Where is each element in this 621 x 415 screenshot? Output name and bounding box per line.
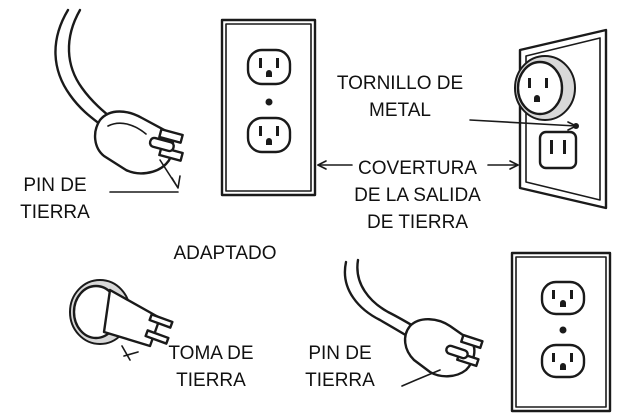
lower-receptacle: [246, 116, 292, 154]
label-adaptado: ADAPTADO: [150, 240, 300, 267]
tornillo-line-1: TORNILLO DE: [336, 73, 464, 94]
plug-top-left-illustration: [54, 8, 184, 193]
adaptado-text: ADAPTADO: [173, 243, 277, 264]
label-covertura-salida-tierra: COVERTURA DE LA SALIDA DE TIERRA: [345, 155, 490, 236]
pin-top-line-2: TIERRA: [20, 202, 90, 223]
adapter-ground-lug: [121, 345, 131, 361]
covertura-line-3: DE TIERRA: [366, 212, 468, 233]
label-pin-de-tierra-bottom: PIN DE TIERRA: [290, 340, 390, 394]
pin-bottom-line-2: TIERRA: [305, 370, 375, 391]
lower-receptacle-right: [538, 130, 578, 170]
plug-body: [93, 110, 175, 175]
bottom-center-screw-icon: [559, 326, 567, 334]
outlet-plate: [220, 18, 317, 197]
plug-ground-pin: [148, 136, 175, 153]
wall-outlet-bottom-right-illustration: [510, 251, 612, 413]
center-screw-icon: [265, 98, 273, 106]
covertura-line-1: COVERTURA: [358, 158, 477, 179]
adapter-prong-2: [144, 329, 170, 345]
pin-pointer-top: [159, 159, 181, 189]
upper-receptacle: [246, 48, 292, 86]
toma-line-1: TOMA DE: [168, 343, 254, 364]
bottom-lower-receptacle: [540, 343, 586, 379]
pin-top-line-1: PIN DE: [23, 175, 87, 196]
outlet-plate-angled: [518, 28, 608, 210]
adapter-bottom-left-illustration: [69, 279, 174, 361]
tornillo-line-2: METAL: [369, 100, 431, 121]
adapter-outlet-right-illustration: [469, 28, 608, 210]
plug-bottom-body: [403, 318, 476, 378]
plug-bottom-ground-pin: [445, 344, 469, 360]
plug-bottom-center-illustration: [343, 258, 484, 387]
pin-bottom-line-1: PIN DE: [308, 343, 372, 364]
pin-pointer-bottom: [401, 369, 441, 387]
screw-pointer-line: [469, 119, 577, 127]
adapter-prong-1: [148, 313, 174, 329]
label-toma-de-tierra: TOMA DE TIERRA: [152, 340, 270, 394]
bottom-upper-receptacle: [540, 280, 586, 316]
plug-cord-outer: [54, 8, 107, 130]
plug-bottom-cord-outer: [343, 260, 416, 342]
wall-outlet-center-illustration: [220, 18, 317, 197]
plug-bottom-prong-1: [460, 333, 484, 350]
plug-cord-inner: [67, 8, 116, 122]
plug-prong-upper: [158, 128, 184, 144]
toma-line-2: TIERRA: [176, 370, 246, 391]
covertura-line-2: DE LA SALIDA: [354, 185, 481, 206]
label-tornillo-de-metal: TORNILLO DE METAL: [320, 70, 480, 124]
label-pin-de-tierra-top: PIN DE TIERRA: [14, 172, 96, 226]
